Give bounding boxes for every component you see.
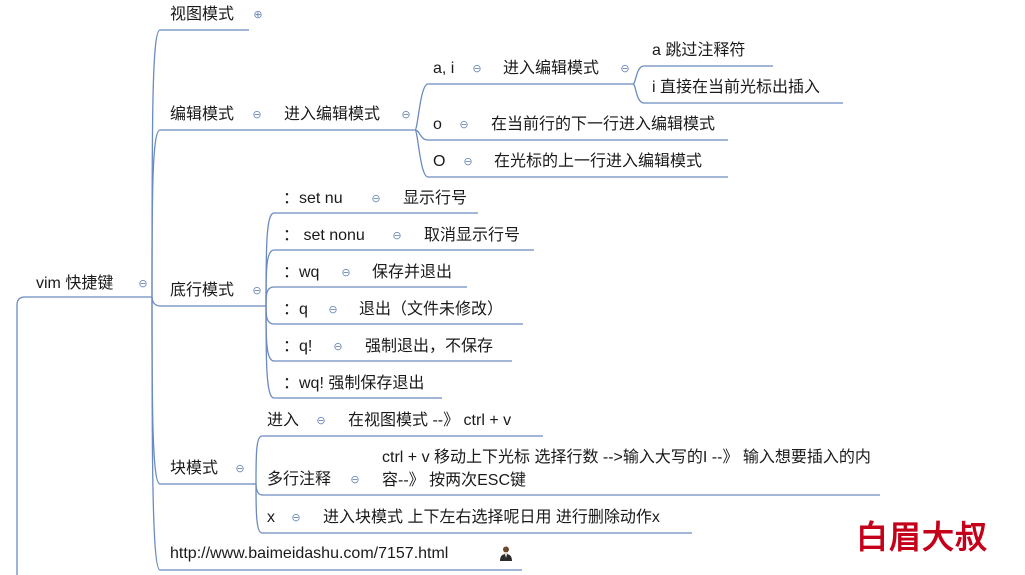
collapse-icon[interactable]: ⊖ <box>333 341 343 353</box>
collapse-icon[interactable]: ⊖ <box>350 474 360 486</box>
collapse-icon[interactable]: ⊖ <box>463 156 473 168</box>
cmd-q-force: ：q! <box>283 338 313 355</box>
collapse-icon[interactable]: ⊖ <box>235 463 245 475</box>
block-comment-label: 多行注释 <box>267 471 332 488</box>
block-enter-label: 进入 <box>267 412 300 429</box>
cmd-set-nonu-desc: 取消显示行号 <box>424 227 521 244</box>
edit-enter-label: 进入编辑模式 <box>284 106 381 123</box>
cmd-wq: ：wq <box>283 264 320 281</box>
block-x-label: x <box>267 509 275 526</box>
person-icon <box>500 546 512 561</box>
edit-o-label: o <box>433 116 442 133</box>
collapse-icon[interactable]: ⊖ <box>316 415 326 427</box>
edit-mode-label: 编辑模式 <box>170 106 235 123</box>
block-enter-desc: 在视图模式 --》 ctrl + v <box>348 412 512 429</box>
edit-O-label: O <box>433 153 446 170</box>
collapse-icon[interactable]: ⊖ <box>401 109 411 121</box>
edit-ai-enter-label: 进入编辑模式 <box>503 60 600 77</box>
i-insert-label: i 直接在当前光标出插入 <box>652 79 821 96</box>
block-x-desc: 进入块模式 上下左右选择呢日用 进行删除动作x <box>323 509 660 526</box>
edit-ai-label: a, i <box>433 60 455 77</box>
edit-O-desc: 在光标的上一行进入编辑模式 <box>494 153 703 170</box>
collapse-icon[interactable]: ⊖ <box>328 304 338 316</box>
a-skip-label: a 跳过注释符 <box>652 42 746 59</box>
collapse-icon[interactable]: ⊖ <box>252 285 262 297</box>
cmd-set-nonu: ： set nonu <box>283 227 365 244</box>
cmd-set-nu: ：set nu <box>283 190 343 207</box>
bottom-mode-label: 底行模式 <box>170 282 235 299</box>
edit-o-desc: 在当前行的下一行进入编辑模式 <box>491 116 716 133</box>
cmd-q-force-desc: 强制退出，不保存 <box>365 338 494 355</box>
cmd-set-nu-desc: 显示行号 <box>403 190 468 207</box>
collapse-icon[interactable]: ⊖ <box>472 63 482 75</box>
collapse-icon[interactable]: ⊖ <box>392 230 402 242</box>
collapse-icon[interactable]: ⊖ <box>459 119 469 131</box>
collapse-icon[interactable]: ⊖ <box>620 63 630 75</box>
block-comment-desc: ctrl + v 移动上下光标 选择行数 -->输入大写的I --》 输入想要插… <box>382 449 871 489</box>
cmd-q: ：q <box>283 301 308 318</box>
block-mode-label: 块模式 <box>170 460 219 477</box>
view-mode-label: 视图模式 <box>170 6 235 23</box>
collapse-icon[interactable]: ⊖ <box>291 512 301 524</box>
link-url[interactable]: http://www.baimeidashu.com/7157.html <box>170 545 449 562</box>
cmd-wq-desc: 保存并退出 <box>372 264 453 281</box>
cmd-wq-force: ：wq! 强制保存退出 <box>283 375 425 392</box>
collapse-icon[interactable]: ⊖ <box>138 278 148 290</box>
collapse-icon[interactable]: ⊖ <box>341 267 351 279</box>
collapse-icon[interactable]: ⊖ <box>252 109 262 121</box>
cmd-q-desc: 退出（文件未修改） <box>359 301 504 318</box>
expand-icon[interactable]: ⊕ <box>253 9 263 21</box>
root-node-label: vim 快捷键 <box>36 275 114 292</box>
collapse-icon[interactable]: ⊖ <box>371 193 381 205</box>
watermark-logo: 白眉大叔 <box>856 518 989 556</box>
